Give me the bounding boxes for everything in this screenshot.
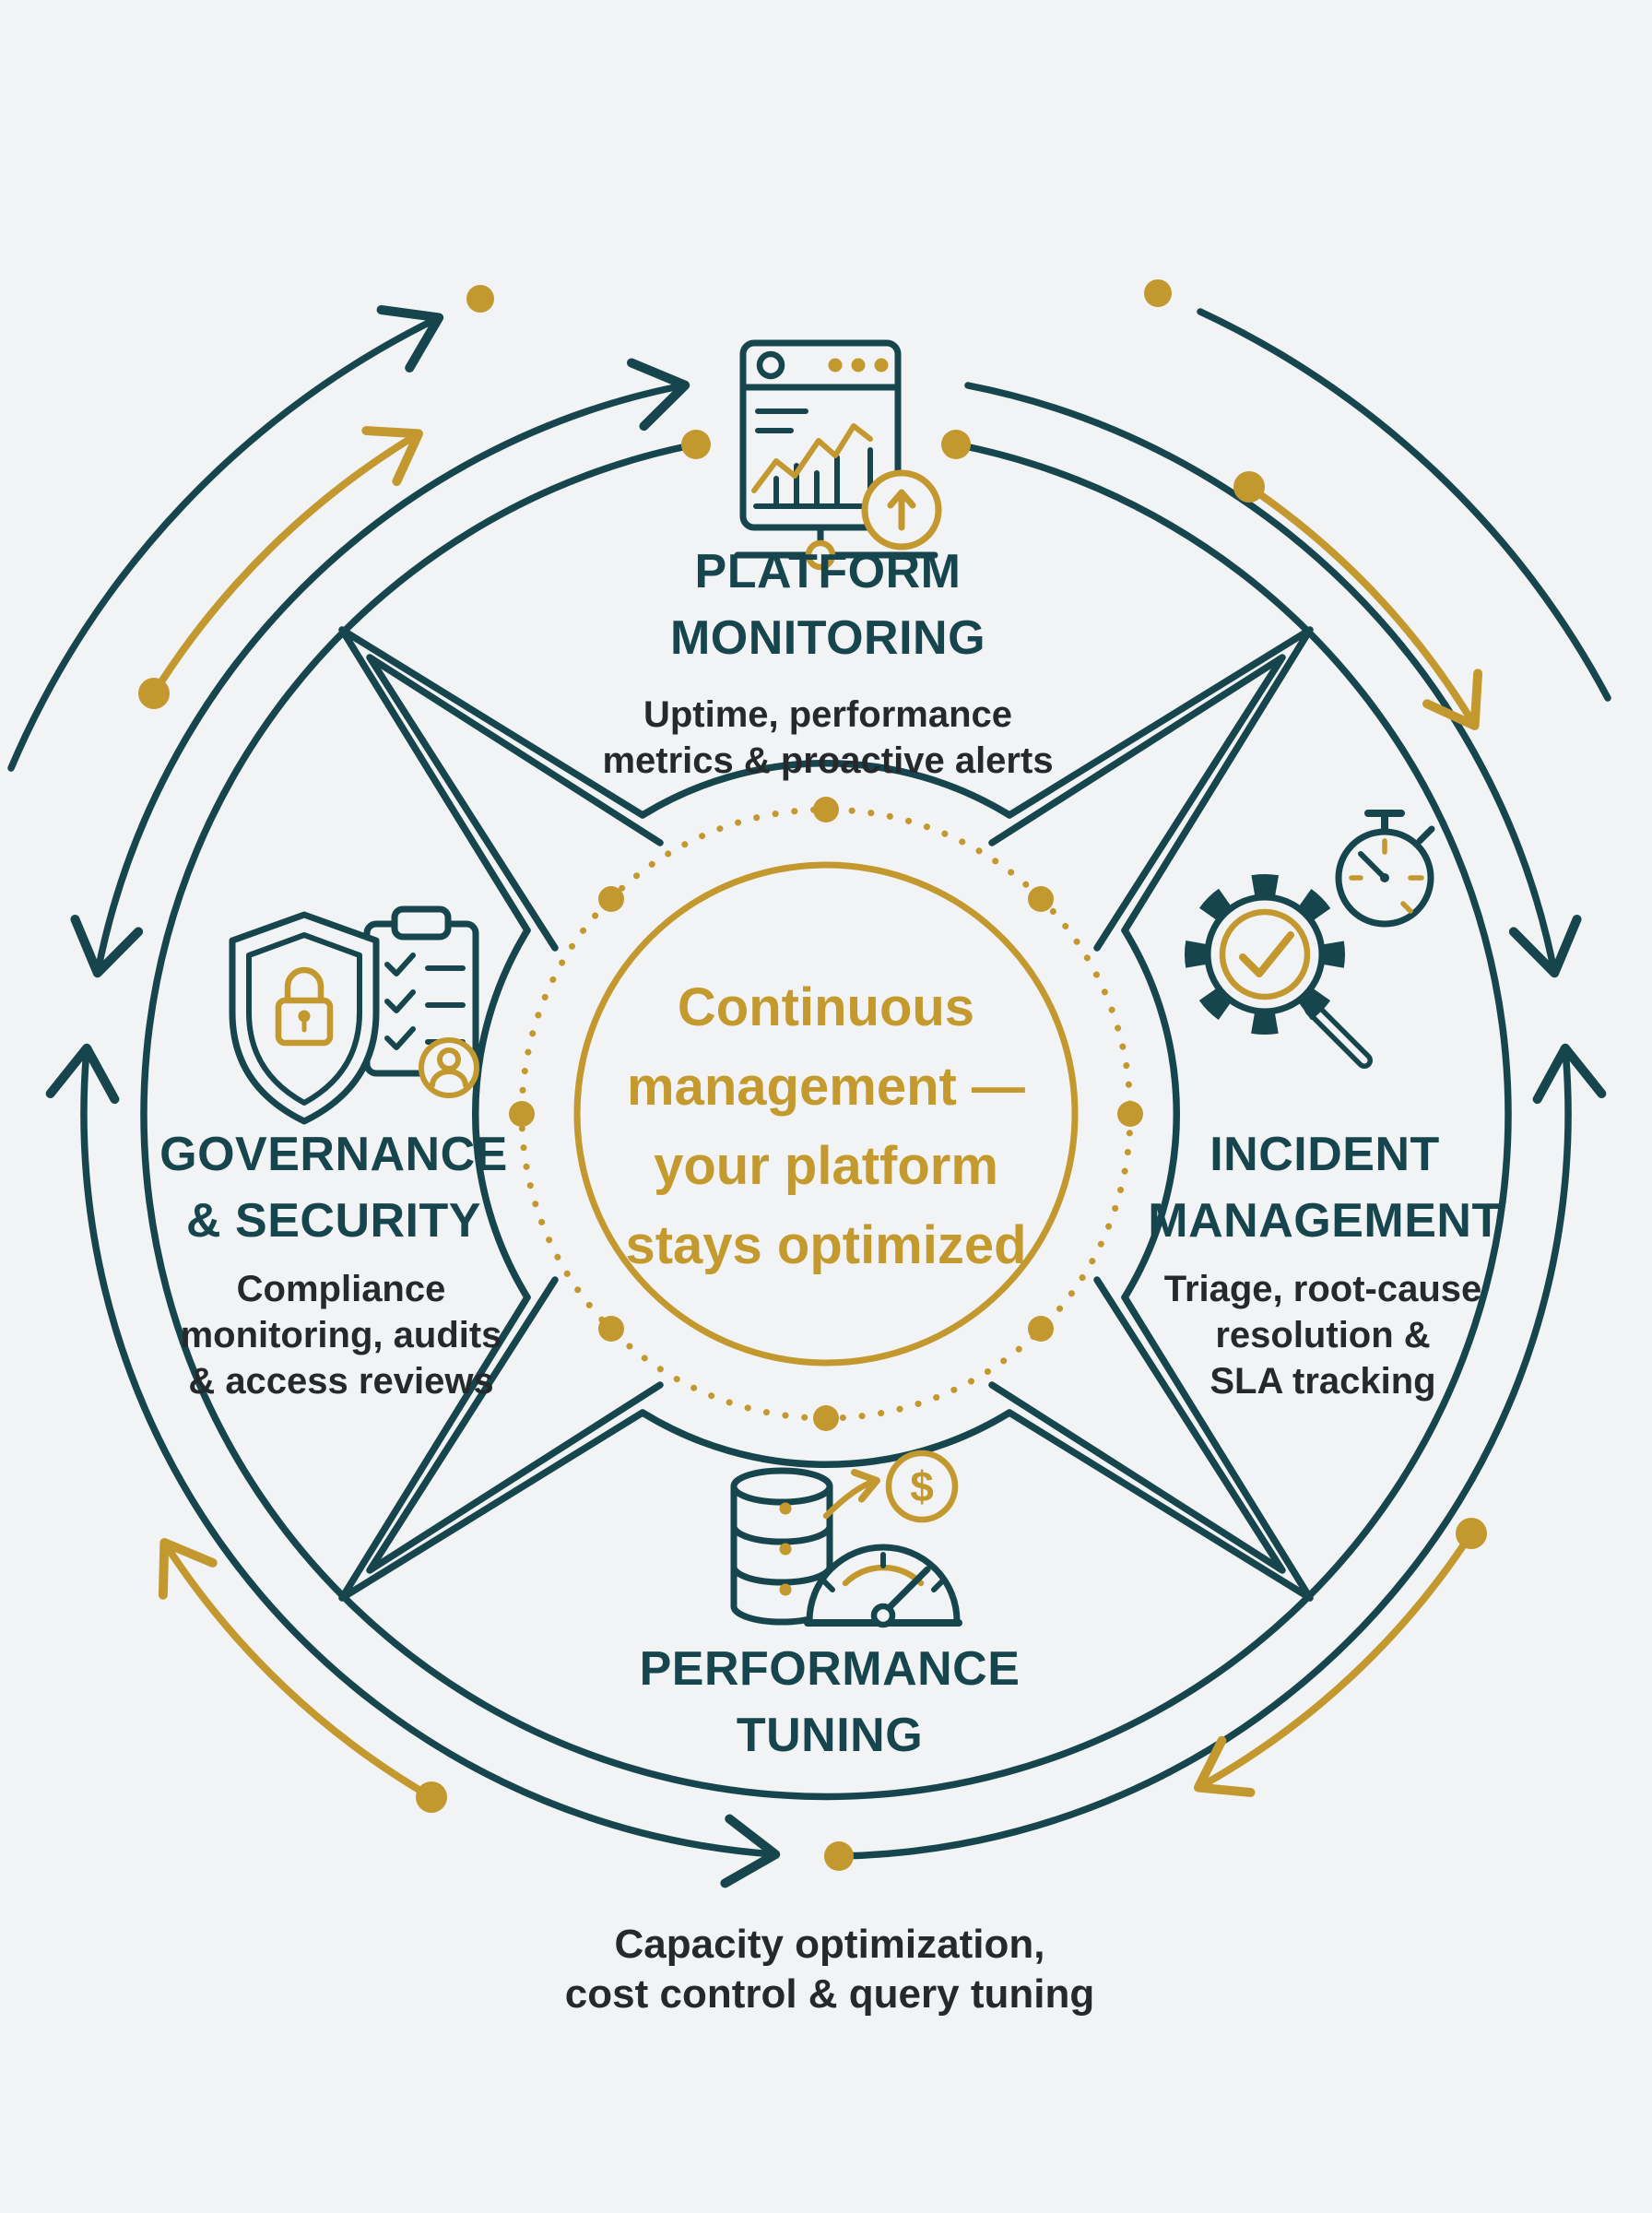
center-message-line: your platform <box>654 1136 998 1196</box>
spoke-south-east-inner <box>988 1276 1286 1574</box>
spoke-north-east-inner <box>988 654 1286 952</box>
section-subtitle-platform-monitoring: Uptime, performance metrics & proactive … <box>602 694 1054 781</box>
gear-check-stopwatch-magnifier-icon <box>1185 810 1435 1069</box>
outer-ring-arc-bottom-right <box>835 1043 1607 1860</box>
spoke-south-west-inner <box>366 1276 664 1574</box>
cell-arc-top <box>639 759 1013 819</box>
center-message-line: stays optimized <box>625 1215 1027 1275</box>
center-gold-circle <box>573 861 1079 1367</box>
uptime-arrow-badge <box>861 469 942 550</box>
gauge-ticks <box>820 1552 946 1592</box>
section-title-governance-security: GOVERNANCE & SECURITY <box>159 1128 508 1248</box>
trend-line <box>751 423 873 493</box>
gold-arrow-top-left <box>150 426 423 697</box>
section-subtitle-governance-security: Compliance monitoring, audits & access r… <box>180 1269 502 1402</box>
node-dot <box>805 539 836 571</box>
center-message: Continuous management — your platform st… <box>625 968 1026 1285</box>
outer-ring-arc-bottom-left <box>45 1043 781 1888</box>
section-title-incident-management: INCIDENT MANAGEMENT <box>1148 1128 1502 1248</box>
center-orbit-dots <box>509 797 1143 1431</box>
spoke-north-east-outer <box>1006 626 1314 934</box>
text-lines <box>755 408 808 433</box>
outer-ring-arc-top-right <box>964 382 1582 978</box>
shield-inner <box>246 932 362 1106</box>
outermost-arc-top-left <box>7 305 444 772</box>
section-title-platform-monitoring: PLATFORM MONITORING <box>669 545 986 665</box>
gold-arrow-bottom-right <box>1193 1530 1475 1797</box>
speed-gauge <box>804 1544 962 1628</box>
dollar-symbol: $ <box>910 1462 934 1510</box>
section-subtitle-performance-tuning: Capacity optimization, cost control & qu… <box>564 1922 1095 2017</box>
spoke-south-east-outer <box>1006 1294 1314 1602</box>
check-mark <box>1239 931 1294 977</box>
dashboard-uptime-icon <box>734 339 942 571</box>
center-hub <box>509 797 1143 1431</box>
gear-teeth <box>1185 874 1345 1035</box>
gold-arrow-top-right <box>1245 483 1483 731</box>
inner-cycle-ring <box>140 441 1512 1801</box>
quadrant-divider-spokes <box>338 626 1314 1602</box>
dollar-coin: $ <box>885 1450 959 1523</box>
outer-ring-arc-top-left <box>70 358 690 978</box>
spoke-north-west-outer <box>338 626 646 934</box>
check-circle <box>1219 908 1311 1000</box>
gold-arrow-bottom-left <box>158 1538 435 1801</box>
browser-menu-dots <box>828 358 889 373</box>
outermost-arc-top-right <box>1197 308 1611 702</box>
gold-flow-arrows <box>150 426 1483 1801</box>
bar-chart <box>753 447 880 509</box>
cost-arrow <box>822 1469 880 1520</box>
section-subtitle-incident-management: Triage, root-cause resolution & SLA trac… <box>1163 1269 1482 1402</box>
gold-connector-dots <box>138 279 1487 1871</box>
stopwatch-hand <box>1358 851 1387 881</box>
cell-arc-right <box>1121 927 1181 1301</box>
stopwatch <box>1335 810 1435 928</box>
center-message-line: Continuous <box>677 977 975 1037</box>
clipboard-clip <box>391 905 452 941</box>
shield-lock-clipboard-icon <box>229 905 479 1125</box>
outer-cycle-ring <box>7 305 1611 1888</box>
section-title-performance-tuning: PERFORMANCE TUNING <box>639 1642 1021 1762</box>
cell-arc-bottom <box>639 1409 1013 1469</box>
user-badge <box>419 1037 479 1098</box>
center-message-line: management — <box>627 1057 1025 1117</box>
spoke-north-west-inner <box>366 654 664 952</box>
database-cylinder <box>730 1467 833 1626</box>
spoke-south-west-outer <box>338 1294 646 1602</box>
cell-arc-left <box>471 927 531 1301</box>
checklist-checks <box>384 953 416 1050</box>
database-dollar-gauge-icon: $ <box>730 1450 962 1628</box>
lock <box>275 966 334 1047</box>
stopwatch-ticks <box>1349 838 1424 914</box>
